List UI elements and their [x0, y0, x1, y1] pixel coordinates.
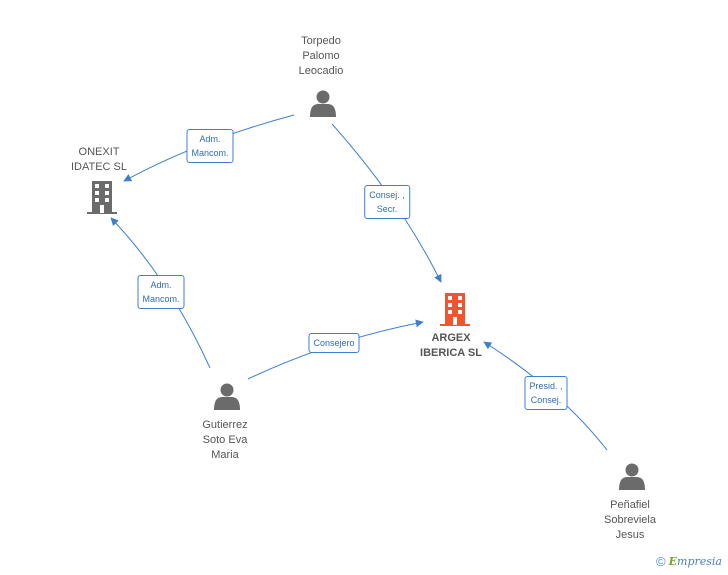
node-label-gutierrez[interactable]: Gutierrez Soto Eva Maria	[202, 419, 248, 461]
node-label-torpedo[interactable]: Torpedo Palomo Leocadio	[298, 35, 344, 77]
footer-brand: © Empresia	[656, 554, 722, 569]
edge-label-torpedo-onexit: Adm. Mancom.	[186, 129, 234, 163]
copyright-icon: ©	[656, 554, 666, 569]
person-icon[interactable]	[310, 90, 336, 118]
edge-label-gutierrez-argex: Consejero	[308, 333, 360, 353]
person-icon[interactable]	[619, 463, 645, 491]
node-label-penafiel[interactable]: Peñafiel Sobreviela Jesus	[604, 499, 656, 541]
person-icon[interactable]	[214, 383, 240, 411]
edge-label-gutierrez-onexit: Adm. Mancom.	[137, 275, 185, 309]
building-icon[interactable]	[87, 181, 117, 214]
edge-label-penafiel-argex: Presid. , Consej.	[524, 376, 568, 410]
edge-label-torpedo-argex: Consej. , Secr.	[364, 185, 410, 219]
node-label-onexit[interactable]: ONEXIT IDATEC SL	[70, 146, 128, 173]
brand-logo[interactable]: Empresia	[668, 555, 722, 568]
node-label-argex[interactable]: ARGEX IBERICA SL	[420, 332, 482, 359]
building-icon[interactable]	[440, 293, 470, 326]
